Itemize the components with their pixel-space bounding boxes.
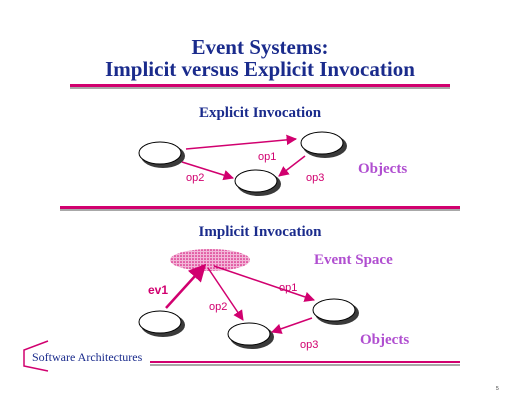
implicit-object-left	[138, 310, 185, 337]
implicit-op2-label: op2	[209, 301, 228, 313]
implicit-object-bottom	[227, 322, 274, 349]
explicit-arrow-op3	[278, 155, 306, 177]
slide-title-line-1: Event Systems:	[191, 35, 329, 59]
footer-bracket	[23, 340, 49, 372]
title-underline	[70, 84, 450, 89]
implicit-op1-label: op1	[279, 282, 298, 294]
explicit-op1-label: op1	[258, 151, 277, 163]
explicit-objects-label: Objects	[358, 161, 408, 177]
explicit-op2-label: op2	[186, 172, 205, 184]
explicit-op3-label: op3	[306, 172, 325, 184]
slide-title-line-2: Implicit versus Explicit Invocation	[105, 57, 415, 81]
explicit-object-right	[300, 131, 347, 158]
explicit-arrow-op1	[185, 134, 298, 150]
ev1-label: ev1	[148, 283, 169, 297]
footer-rule	[150, 361, 460, 366]
implicit-arrow-op1	[213, 265, 315, 302]
page-number: 5	[496, 386, 499, 392]
footer-course-title: Software Architectures	[32, 350, 143, 364]
implicit-invocation-heading: Implicit Invocation	[198, 224, 322, 240]
implicit-arrow-ev1	[165, 263, 207, 309]
implicit-object-right	[312, 298, 359, 325]
implicit-objects-label: Objects	[360, 332, 410, 348]
event-space-blob	[170, 249, 250, 271]
explicit-object-bottom	[234, 169, 281, 196]
explicit-arrow-op2	[181, 161, 235, 181]
explicit-invocation-heading: Explicit Invocation	[198, 105, 322, 121]
implicit-op3-label: op3	[300, 339, 319, 351]
section-divider	[60, 206, 460, 211]
implicit-arrow-op3	[271, 317, 313, 334]
implicit-arrow-op2	[207, 267, 244, 321]
event-space-label: Event Space	[314, 252, 393, 268]
explicit-object-left	[138, 141, 185, 168]
